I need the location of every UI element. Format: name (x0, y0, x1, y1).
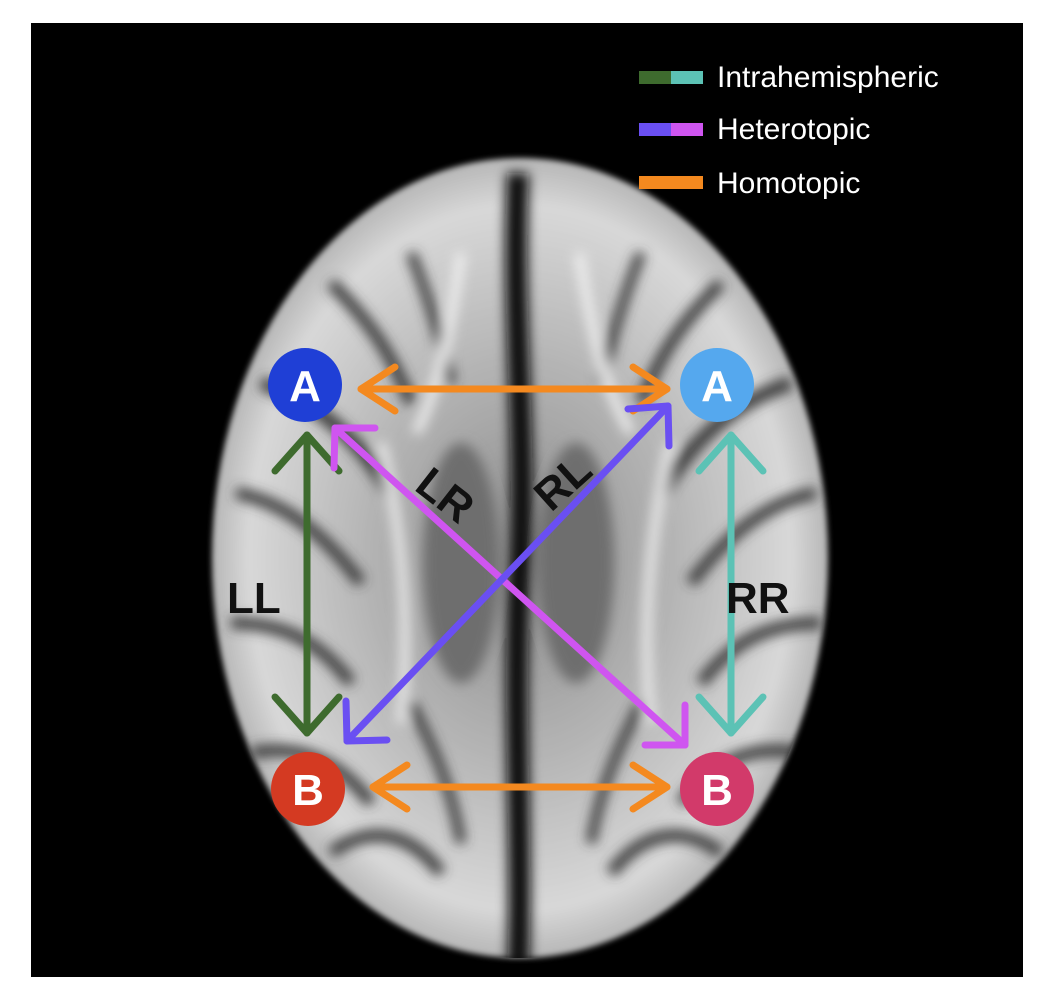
legend-label-homotopic: Homotopic (717, 167, 860, 200)
node-left-b-label: B (292, 766, 324, 815)
edge-label-ll: LL (227, 574, 281, 623)
legend-label-intrahemispheric: Intrahemispheric (717, 61, 939, 94)
legend-item-heterotopic: Heterotopic (639, 113, 870, 146)
legend-swatch-heterotopic-b (671, 123, 703, 136)
node-right-b: B (680, 752, 754, 826)
legend-item-intrahemispheric: Intrahemispheric (639, 61, 939, 94)
node-right-a: A (680, 348, 754, 422)
edges (271, 363, 767, 813)
legend: Intrahemispheric Heterotopic Homotopic (639, 61, 939, 200)
node-left-a-label: A (289, 362, 321, 411)
rr-arrow (695, 431, 767, 737)
legend-swatch-heterotopic-a (639, 123, 671, 136)
figure-canvas: Intrahemispheric Heterotopic Homotopic (31, 23, 1023, 977)
node-right-b-label: B (701, 766, 733, 815)
node-left-a-circle (268, 348, 342, 422)
legend-swatch-intrahemispheric-a (639, 71, 671, 84)
node-left-a: A (268, 348, 342, 422)
brain-connectivity-figure: Intrahemispheric Heterotopic Homotopic (31, 23, 1023, 977)
node-left-b: B (271, 752, 345, 826)
legend-swatch-intrahemispheric-b (671, 71, 703, 84)
legend-item-homotopic: Homotopic (639, 167, 860, 200)
node-right-b-circle (680, 752, 754, 826)
homotopic-bottom-arrow (369, 761, 671, 813)
ll-arrow (271, 431, 343, 737)
legend-label-heterotopic: Heterotopic (717, 113, 870, 146)
rl-arrow (342, 402, 673, 745)
node-right-a-circle (680, 348, 754, 422)
node-left-b-circle (271, 752, 345, 826)
legend-swatch-homotopic (639, 176, 703, 189)
edge-label-rr: RR (726, 574, 790, 623)
node-right-a-label: A (701, 362, 733, 411)
homotopic-top-arrow (357, 363, 671, 415)
lr-arrow (330, 424, 689, 749)
